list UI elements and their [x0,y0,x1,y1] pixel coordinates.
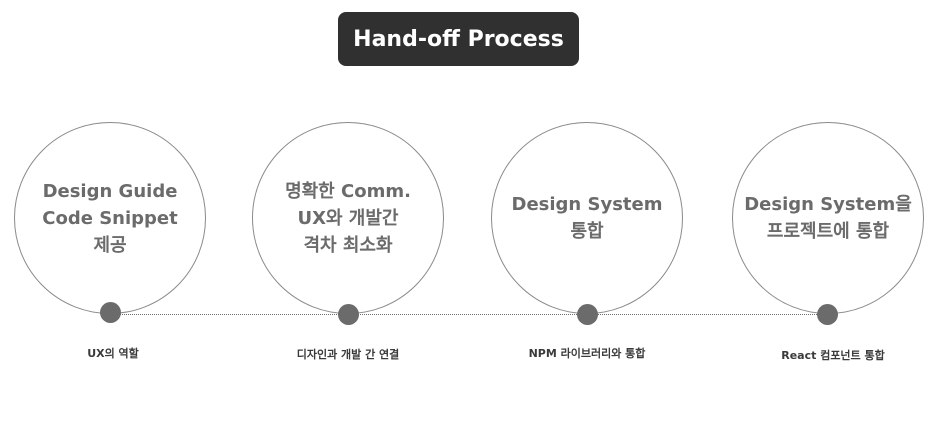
step-1-caption: UX의 역할 [87,347,139,360]
step-2-circle: 명확한 Comm. UX와 개발간 격차 최소화 [252,122,444,314]
step-4-dot [817,304,838,325]
timeline-connector [110,314,827,315]
step-2-dot [338,304,359,325]
step-1-text: Design Guide Code Snippet 제공 [42,180,178,256]
step-1-dot [100,302,121,323]
step-2-text: 명확한 Comm. UX와 개발간 격차 최소화 [285,180,411,256]
step-4-text: Design System을 프로젝트에 통합 [744,194,912,242]
process-title: Hand-off Process [338,12,579,66]
step-4-caption: React 컴포넌트 통합 [781,349,885,362]
step-3-dot [577,304,598,325]
step-2-caption: 디자인과 개발 간 연결 [296,348,400,361]
step-4-circle: Design System을 프로젝트에 통합 [732,122,924,314]
step-1-circle: Design Guide Code Snippet 제공 [14,122,206,314]
step-3-circle: Design System 통합 [491,122,683,314]
step-3-caption: NPM 라이브러리와 통합 [528,347,646,360]
step-3-text: Design System 통합 [511,194,663,242]
